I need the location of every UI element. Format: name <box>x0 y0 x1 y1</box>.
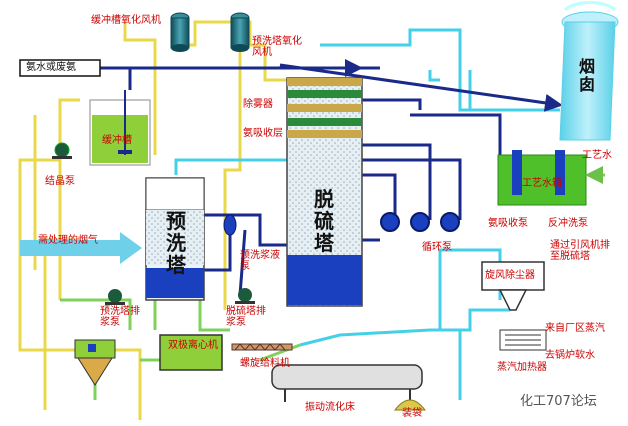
steam-heater <box>499 329 547 351</box>
bag-pile <box>393 399 427 411</box>
label-process-water: 工艺水 <box>582 150 612 161</box>
label-desulf-discharge-pump: 脱硫塔排浆泵 <box>226 306 266 328</box>
label-prewash-slurry-pump: 预洗浆液泵 <box>240 250 280 272</box>
label-prewash-blower: 预洗塔氧化风机 <box>252 36 302 58</box>
label-circ-pump: 循环泵 <box>422 242 452 253</box>
label-demister: 除雾器 <box>243 99 273 110</box>
blower-icon <box>230 12 250 52</box>
blower-icon <box>170 12 190 52</box>
label-crystal-pump: 结晶泵 <box>45 176 75 187</box>
water-lines <box>174 28 560 400</box>
chimney <box>559 1 619 141</box>
label-ammonia-absorber: 氨吸收层 <box>243 128 283 139</box>
label-desulf-tower: 脱硫塔 <box>314 187 334 255</box>
label-buffer-tank: 缓冲槽 <box>102 135 132 146</box>
watermark: 化工707论坛 <box>520 394 597 409</box>
flue-gas-arrow <box>20 232 142 264</box>
ammonia-source-box <box>19 59 101 77</box>
circulation-pumps <box>380 212 460 232</box>
label-via-fan: 通过引风机排至脱硫塔 <box>550 240 610 262</box>
buffer-tank <box>89 90 151 166</box>
label-bagging: 装袋 <box>402 408 422 419</box>
pump-icon <box>52 142 72 159</box>
label-buffer-tank-blower: 缓冲槽氧化风机 <box>91 15 161 26</box>
desulf-tower <box>286 77 363 307</box>
label-chimney: 烟囱 <box>579 57 596 94</box>
label-process-water-tank: 工艺水箱 <box>522 178 562 189</box>
pump-icon <box>235 288 255 304</box>
label-vibro-bed: 振动流化床 <box>305 402 355 413</box>
label-ammonia-source: 氨水或废氨 <box>26 62 76 73</box>
screw-feeder <box>231 343 293 351</box>
prewash-tower <box>145 177 205 301</box>
label-steam-heater: 蒸汽加热器 <box>497 362 547 373</box>
gas-lines <box>100 59 563 302</box>
process-water-tank <box>497 150 605 206</box>
label-cyclone-dust: 旋风除尘器 <box>485 270 535 281</box>
label-centrifuge: 双极离心机 <box>168 340 218 351</box>
label-flue-gas-in: 需处理的烟气 <box>38 235 98 246</box>
label-from-plant-steam: 来自厂区蒸汽 <box>545 323 605 334</box>
cyclone-collector <box>481 261 545 311</box>
label-screw-feeder: 螺旋给料机 <box>240 358 290 369</box>
centrifuge-box <box>159 334 223 371</box>
vibro-bed <box>271 364 423 402</box>
pump-icon <box>105 289 125 305</box>
separator <box>74 339 116 386</box>
label-ammonia-abs-pump: 氨吸收泵 <box>488 218 528 229</box>
label-prewash-tower: 预洗塔 <box>166 209 186 277</box>
label-backwash-pump: 反冲洗泵 <box>548 218 588 229</box>
label-to-boiler-water: 去锅炉软水 <box>545 350 595 361</box>
slurry-lines <box>60 290 301 400</box>
pump-icon <box>223 214 237 236</box>
label-prewash-discharge-pump: 预洗塔排浆泵 <box>100 306 140 328</box>
